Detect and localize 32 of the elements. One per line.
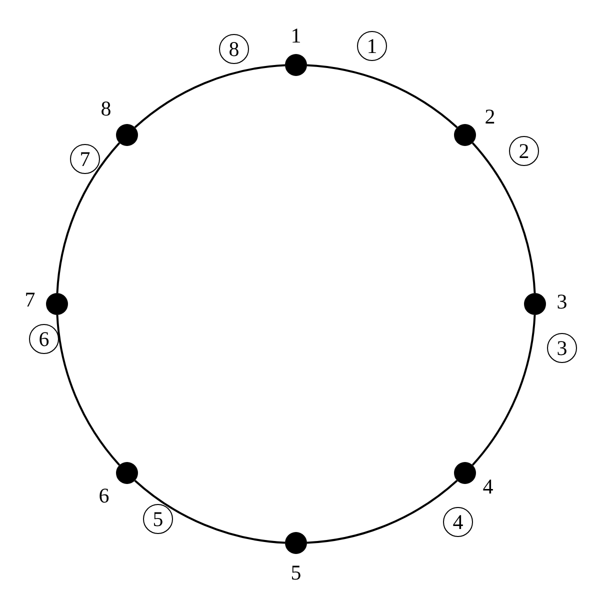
node-dot (116, 124, 138, 146)
node-number: 3 (556, 292, 568, 312)
arc-connector (472, 142, 536, 294)
circled-edge-label: 3 (547, 333, 577, 363)
arc-connector (56, 142, 120, 294)
node-number: 5 (290, 562, 302, 584)
circled-edge-label: 4 (443, 507, 473, 537)
arc-connector (306, 480, 458, 544)
node-number: 4 (482, 476, 494, 498)
arc-connector (56, 314, 120, 466)
node-dot (285, 532, 307, 554)
circled-edge-label: 1 (357, 31, 387, 61)
node-dot (116, 462, 138, 484)
node-number: 1 (290, 26, 302, 46)
circled-edge-label: 2 (509, 136, 539, 166)
node-number: 2 (484, 106, 496, 128)
arc-connector (134, 480, 286, 544)
node-number: 6 (98, 486, 110, 506)
arc-connector (306, 64, 458, 128)
circled-edge-label: 5 (143, 504, 173, 534)
node-dot (46, 293, 68, 315)
node-number: 7 (24, 290, 36, 310)
arc-connector (134, 64, 286, 128)
arc-connector (472, 314, 536, 466)
node-dot (454, 124, 476, 146)
node-number: 8 (100, 98, 112, 120)
circled-edge-label: 8 (219, 34, 249, 64)
node-dot (454, 462, 476, 484)
node-dot (524, 293, 546, 315)
node-dot (285, 54, 307, 76)
circled-edge-label: 6 (29, 324, 59, 354)
circled-edge-label: 7 (70, 144, 100, 174)
